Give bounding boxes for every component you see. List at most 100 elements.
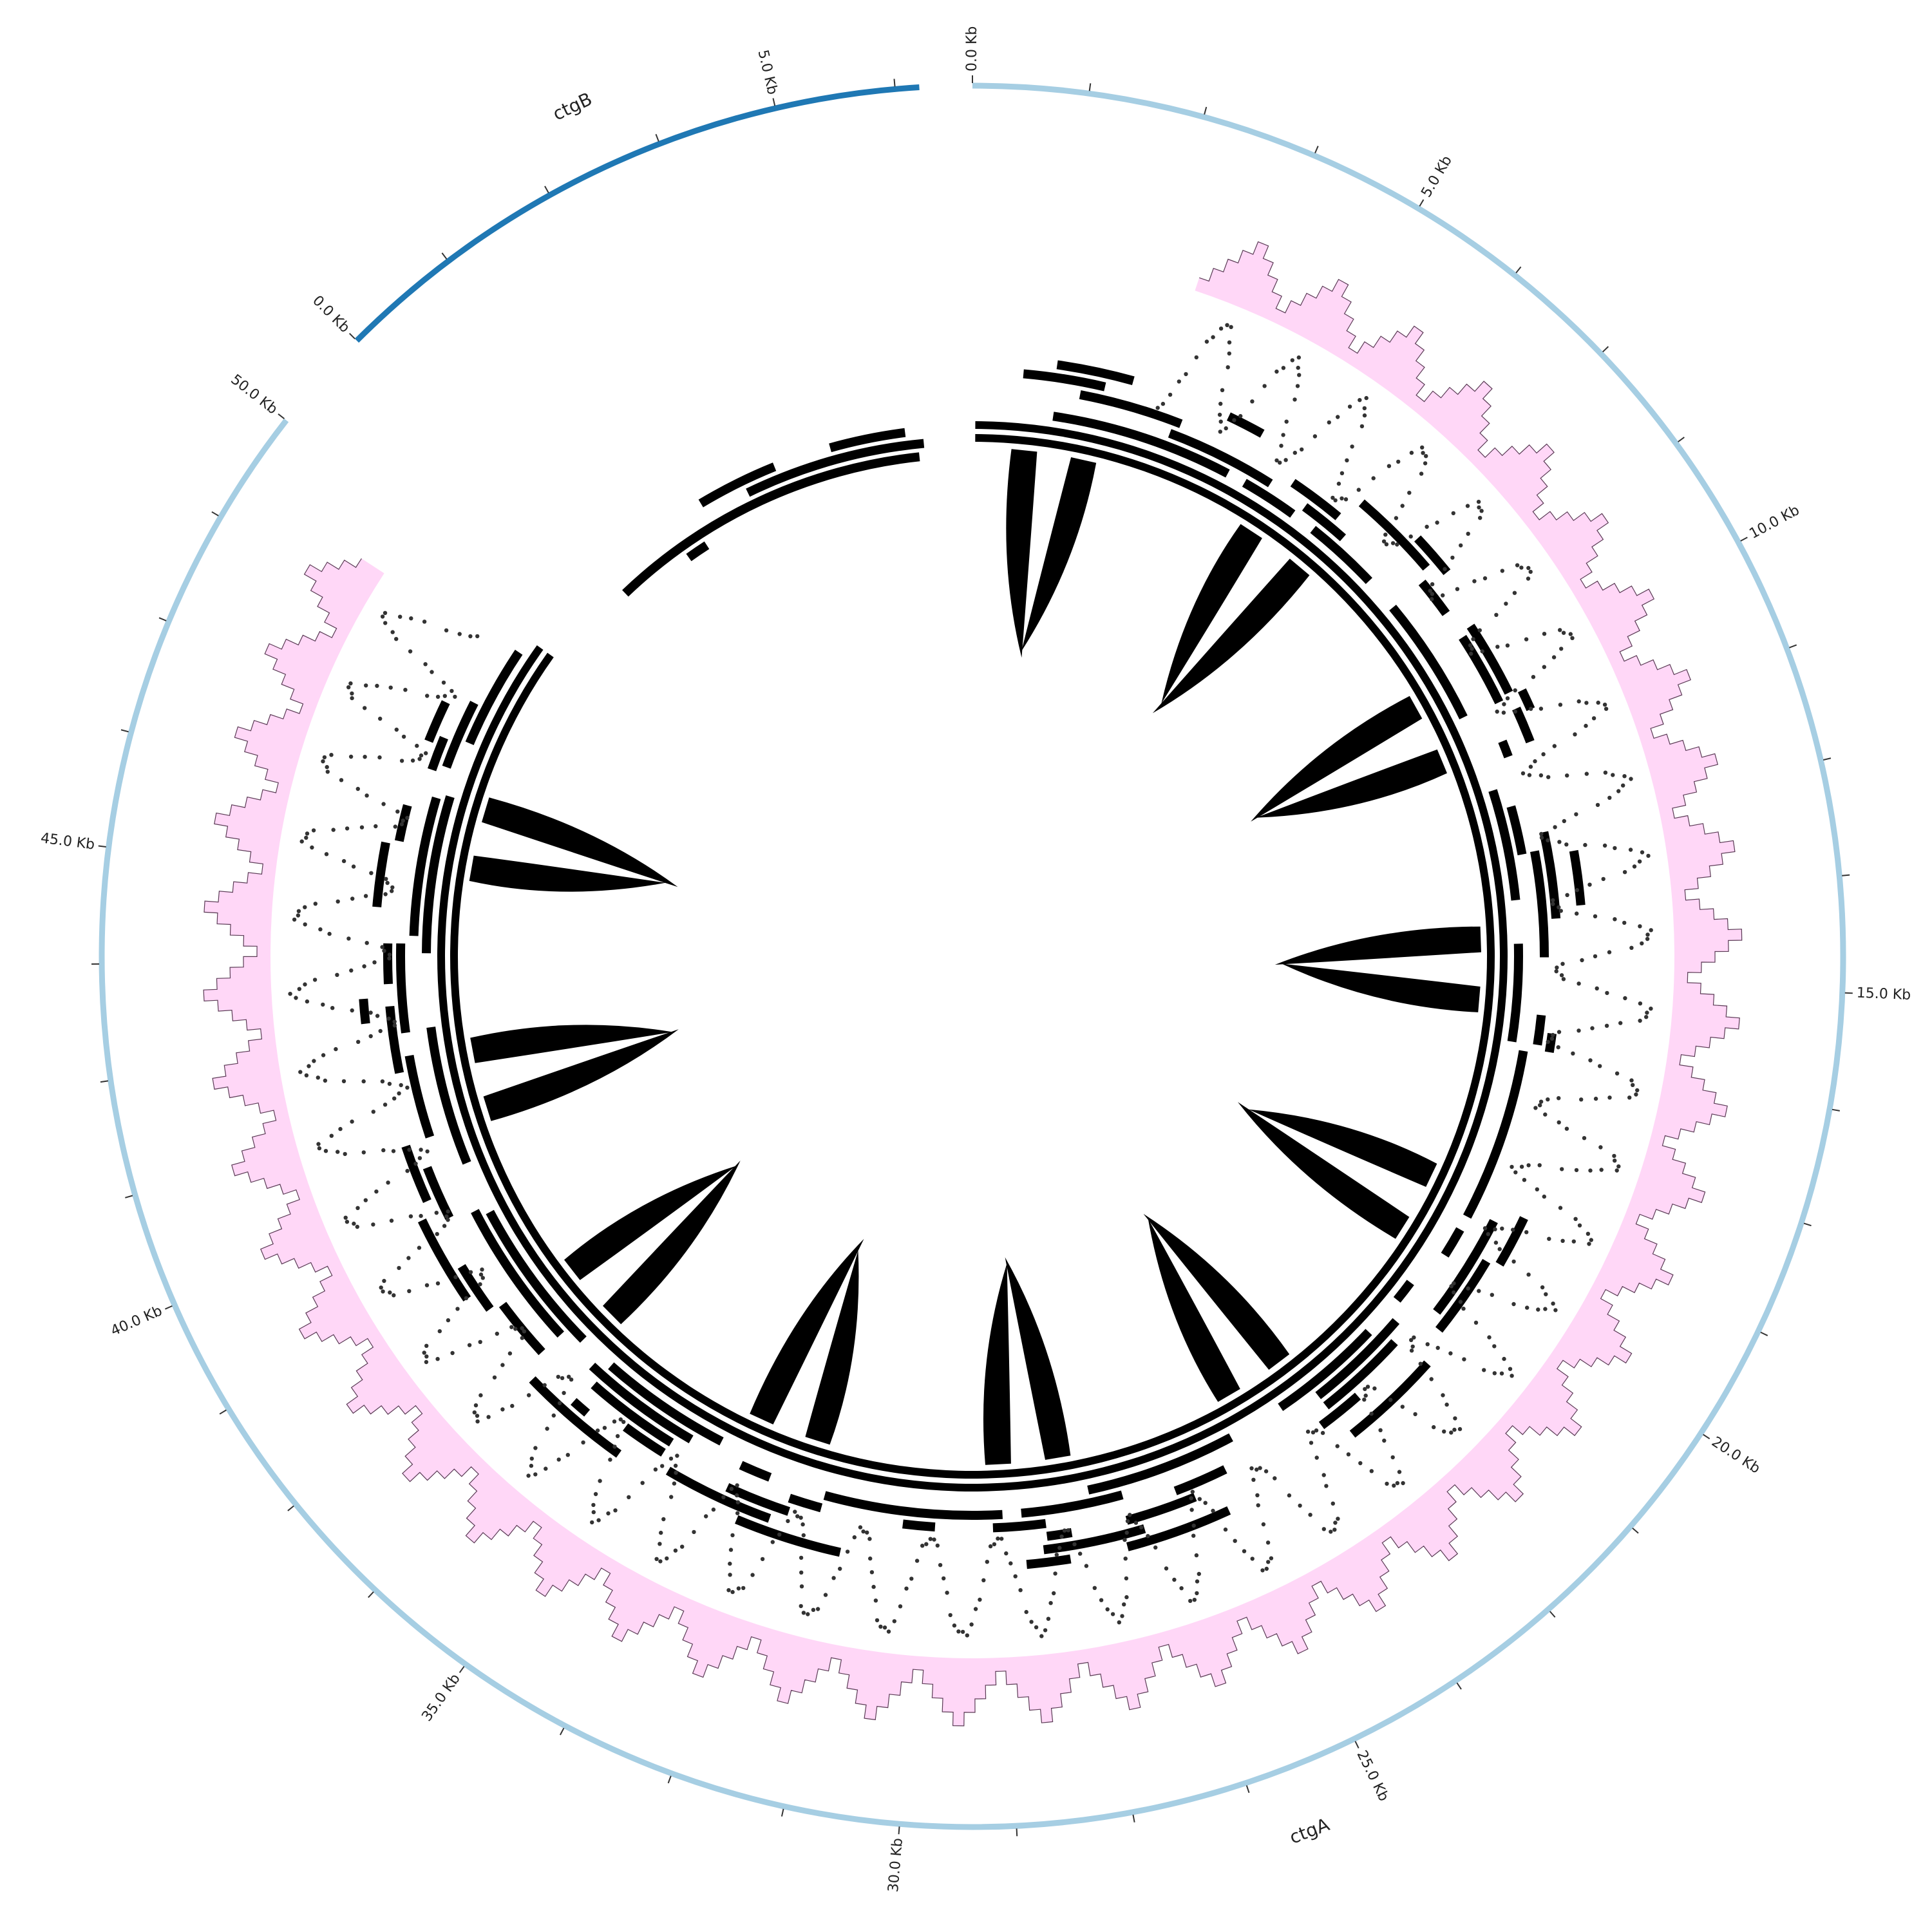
scatter-point — [389, 1218, 394, 1223]
scatter-point — [322, 755, 327, 760]
scatter-point — [386, 1180, 390, 1185]
feature-block — [1539, 831, 1561, 919]
scatter-point — [595, 1428, 600, 1433]
scatter-point — [545, 1426, 549, 1431]
scatter-point — [424, 751, 428, 755]
scatter-point — [1412, 1335, 1416, 1340]
scatter-point — [442, 1224, 447, 1228]
scatter-point — [1190, 1490, 1195, 1494]
scatter-point — [336, 1150, 340, 1154]
scatter-point — [726, 1588, 731, 1593]
scatter-point — [741, 1586, 746, 1591]
scatter-point — [348, 754, 354, 759]
scatter-point — [1455, 587, 1460, 591]
scatter-point — [1627, 1095, 1632, 1100]
scatter-point — [405, 1169, 410, 1173]
scatter-point — [1072, 1542, 1077, 1547]
feature-block — [1466, 623, 1513, 695]
feature-block — [396, 943, 410, 1034]
scatter-point — [1314, 1428, 1319, 1433]
scatter-point — [407, 1148, 412, 1152]
ctgB-feature-block — [829, 428, 906, 453]
scatter-point — [1561, 977, 1566, 981]
scatter-point — [387, 956, 392, 961]
scatter-point — [1099, 1598, 1104, 1602]
scatter-point — [384, 876, 388, 882]
scatter-point — [658, 1542, 662, 1546]
scatter-point — [999, 1537, 1004, 1541]
scatter-point — [680, 1544, 685, 1549]
ctgA-tick — [1354, 1741, 1359, 1748]
ctgA-tick-label: 15.0 Kb — [1856, 985, 1911, 1004]
scatter-point — [1461, 1306, 1466, 1311]
scatter-point — [417, 1156, 422, 1160]
scatter-point — [1541, 752, 1546, 757]
feature-block — [417, 1218, 471, 1302]
scatter-point — [1413, 1412, 1417, 1417]
scatter-point — [1418, 1361, 1423, 1366]
scatter-point — [355, 786, 360, 791]
scatter-point — [669, 1495, 674, 1499]
scatter-point — [1179, 1586, 1184, 1591]
scatter-point — [793, 1510, 797, 1514]
scatter-point — [398, 614, 402, 619]
scatter-point — [1539, 1099, 1544, 1104]
feature-block — [1043, 1524, 1146, 1555]
scatter-point — [442, 694, 447, 698]
scatter-point — [1470, 647, 1474, 651]
feature-block — [1498, 739, 1513, 759]
feature-block — [1441, 1227, 1464, 1258]
scatter-point — [1486, 1232, 1490, 1236]
scatter-point — [1223, 1527, 1228, 1532]
scatter-point — [1531, 675, 1536, 679]
scatter-point — [407, 1289, 412, 1294]
scatter-point — [468, 1270, 473, 1274]
scatter-point — [316, 1075, 320, 1080]
scatter-point — [801, 1533, 806, 1538]
scatter-point — [1384, 542, 1389, 547]
scatter-point — [1539, 773, 1544, 778]
scatter-point — [1363, 1393, 1368, 1398]
scatter-point — [1443, 567, 1447, 571]
scatter-point — [1510, 1164, 1514, 1170]
ctgA-tick — [1844, 992, 1853, 994]
scatter-point — [542, 1383, 547, 1387]
scatter-point — [296, 909, 301, 914]
scatter-point — [1512, 591, 1517, 595]
scatter-point — [956, 1629, 961, 1634]
scatter-point — [1519, 1164, 1524, 1169]
histogram-fill — [204, 242, 1742, 1726]
scatter-point — [988, 1544, 993, 1549]
scatter-point — [1122, 1537, 1127, 1542]
scatter-point — [1562, 819, 1566, 824]
scatter-point — [1191, 1523, 1196, 1528]
scatter-point — [450, 688, 454, 694]
scatter-point — [1466, 531, 1470, 536]
feature-block — [409, 796, 441, 936]
link-petal — [1274, 926, 1481, 965]
scatter-point — [1637, 859, 1642, 864]
scatter-point — [1499, 1371, 1504, 1376]
ctgB-feature-block — [698, 462, 777, 507]
feature-block — [589, 1362, 694, 1444]
ctgB-tick — [544, 185, 549, 193]
scatter-point — [1441, 1393, 1445, 1397]
scatter-point — [1331, 1501, 1335, 1506]
scatter-point — [1602, 703, 1607, 707]
feature-block — [1393, 1280, 1414, 1303]
feature-block — [424, 700, 450, 743]
ctgA-tick — [459, 1665, 465, 1673]
scatter-point — [1513, 709, 1517, 714]
scatter-point — [480, 1267, 484, 1272]
scatter-point — [1557, 1030, 1562, 1034]
scatter-point — [371, 1222, 375, 1227]
scatter-point — [978, 1597, 982, 1602]
histogram-outline — [203, 241, 1743, 1727]
scatter-point — [938, 1563, 943, 1567]
scatter-point — [1262, 384, 1267, 388]
scatter-point — [1533, 759, 1537, 764]
scatter-point — [1571, 1239, 1576, 1244]
scatter-point — [1430, 592, 1435, 596]
scatter-point — [1409, 1349, 1414, 1353]
